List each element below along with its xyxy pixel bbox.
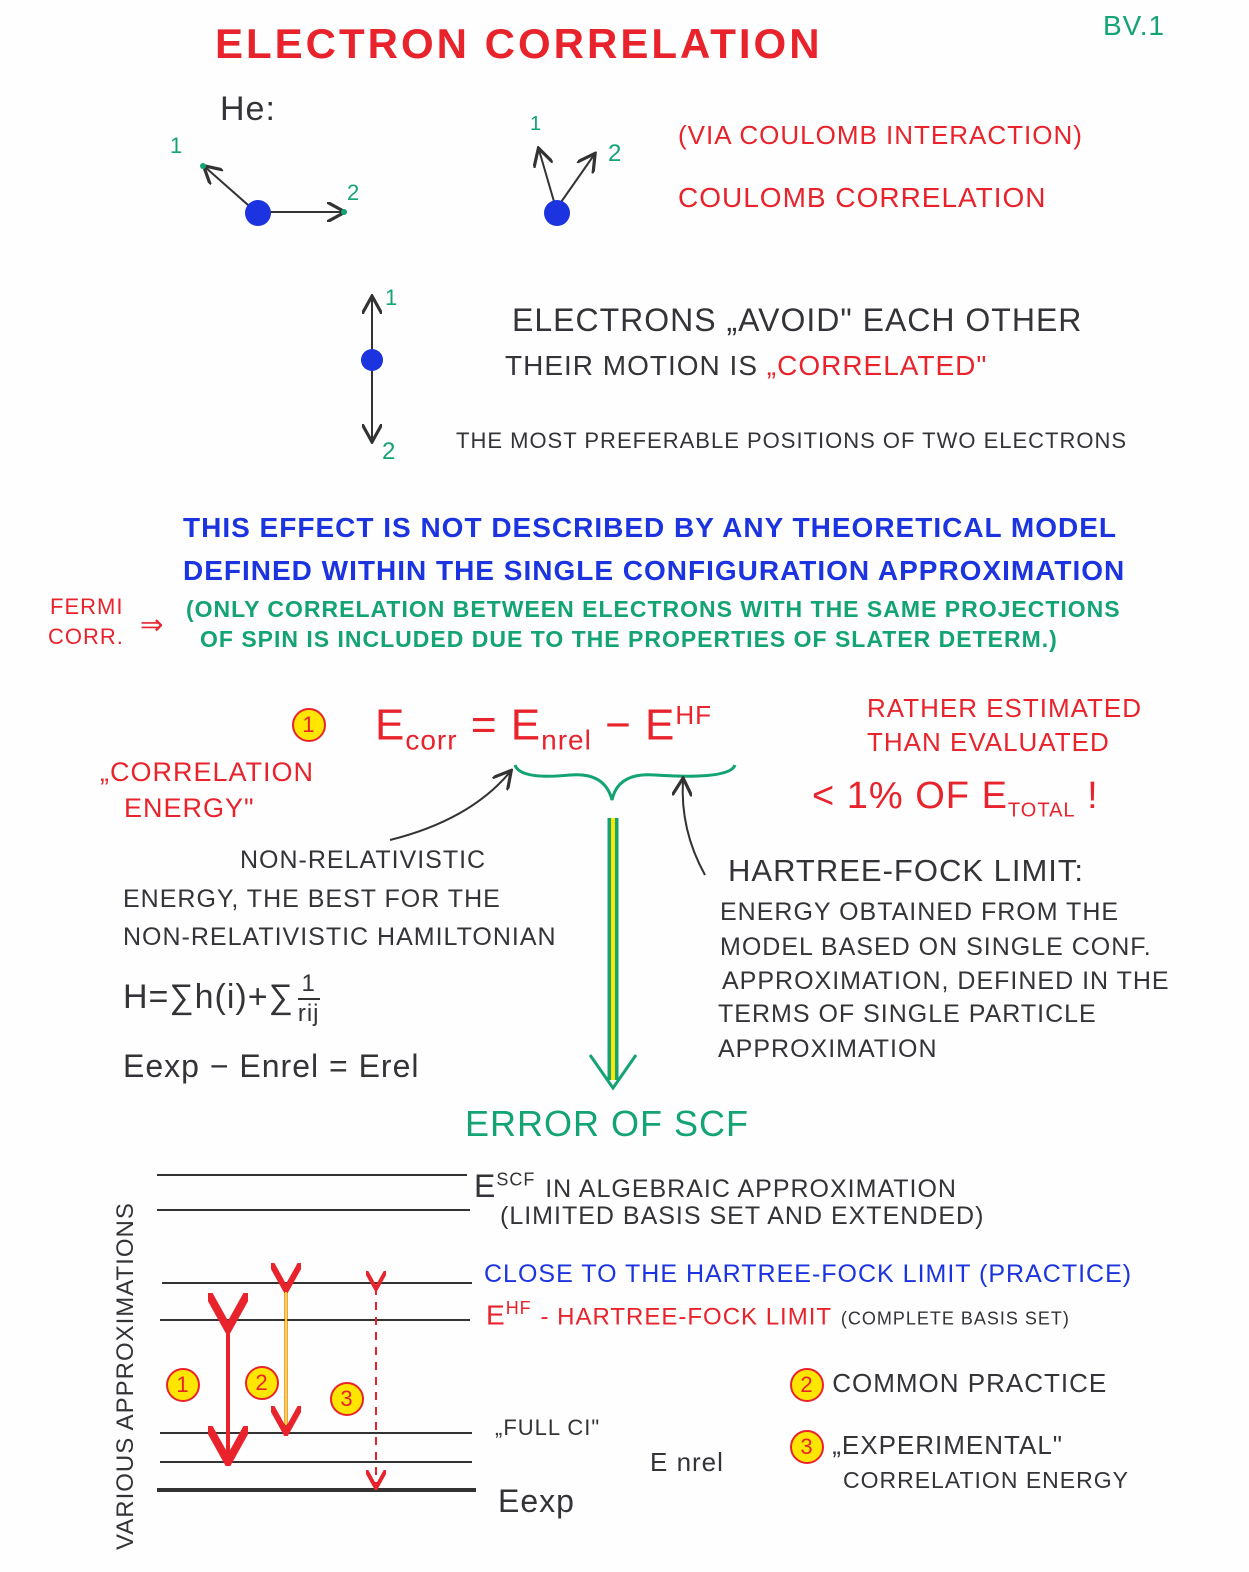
legend-3-text: CORRELATION ENERGY	[843, 1467, 1129, 1493]
avoid-text: THEIR MOTION IS	[505, 350, 758, 381]
hf-limit-text: TERMS OF SINGLE PARTICLE	[718, 1000, 1097, 1028]
marker-3: 3	[330, 1382, 364, 1416]
fermi-label: CORR.	[48, 624, 124, 649]
eq-number-badge: 1	[292, 708, 326, 742]
hf-limit-text: APPROXIMATION, DEFINED IN THE	[722, 967, 1170, 995]
he-diagram-2	[539, 150, 594, 226]
preferable-positions: THE MOST PREFERABLE POSITIONS OF TWO ELE…	[456, 428, 1128, 453]
only-line2: OF SPIN IS INCLUDED DUE TO THE PROPERTIE…	[200, 626, 1058, 652]
ehf-label: EHF - HARTREE-FOCK LIMIT (COMPLETE BASIS…	[486, 1298, 1070, 1331]
hf-limit-text: ENERGY OBTAINED FROM THE	[720, 898, 1120, 926]
effect-line2: DEFINED WITHIN THE SINGLE CONFIGURATION …	[183, 555, 1126, 586]
escf-subtext: (LIMITED BASIS SET AND EXTENDED)	[500, 1202, 985, 1230]
electron-label: 2	[347, 180, 361, 205]
he-label: He:	[220, 90, 276, 128]
nucleus-icon	[544, 200, 570, 226]
coulomb-correlation: COULOMB CORRELATION	[678, 182, 1047, 213]
fermi-label: FERMI	[50, 594, 124, 619]
enrel-label: E nrel	[650, 1447, 724, 1477]
rather-estimated: THAN EVALUATED	[867, 727, 1110, 757]
error-scf-label: ERROR OF SCF	[465, 1103, 750, 1144]
hf-limit-text: APPROXIMATION	[718, 1035, 938, 1063]
correlation-equation: Ecorr = Enrel − EHF	[375, 700, 713, 756]
marker-1: 1	[166, 1368, 200, 1402]
electron-label: 1	[385, 285, 399, 310]
implies-arrow-icon: ⇒	[140, 609, 165, 640]
legend-2: 2 COMMON PRACTICE	[790, 1368, 1107, 1402]
page-title: ELECTRON CORRELATION	[215, 20, 823, 67]
correlation-energy-label: „CORRELATION	[100, 757, 315, 787]
brace	[513, 764, 737, 801]
he-diagram-3	[361, 298, 383, 440]
avoid-line2: THEIR MOTION IS „CORRELATED"	[505, 350, 987, 382]
electron-label: 2	[382, 438, 397, 465]
nucleus-icon	[361, 349, 383, 371]
axis-label: VARIOUS APPROXIMATIONS	[112, 1202, 139, 1550]
electron-label: 1	[530, 113, 543, 135]
electron-label: 2	[608, 140, 623, 167]
down-arrow	[588, 818, 638, 1091]
legend-3: 3 „EXPERIMENTAL"	[790, 1430, 1063, 1464]
rather-estimated: RATHER ESTIMATED	[867, 693, 1143, 723]
avoid-line1: ELECTRONS „AVOID" EACH OTHER	[512, 302, 1083, 338]
percent-of-total: < 1% OF ETOTAL !	[812, 775, 1099, 822]
electron-label: 1	[170, 133, 184, 158]
effect-line1: THIS EFFECT IS NOT DESCRIBED BY ANY THEO…	[183, 512, 1118, 543]
correlation-energy-label: ENERGY"	[124, 793, 255, 823]
close-hf-label: CLOSE TO THE HARTREE-FOCK LIMIT (PRACTIC…	[484, 1260, 1133, 1288]
via-coulomb: (VIA COULOMB INTERACTION)	[678, 120, 1083, 150]
marker-2: 2	[245, 1366, 279, 1400]
correlated-text: „CORRELATED"	[766, 350, 988, 381]
only-line1: (ONLY CORRELATION BETWEEN ELECTRONS WITH…	[186, 596, 1121, 622]
nonrel-text: ENERGY, THE BEST FOR THE	[123, 885, 501, 913]
page-label: BV.1	[1103, 10, 1166, 41]
escf-label: ESCF IN ALGEBRAIC APPROXIMATION	[474, 1168, 957, 1204]
erel-equation: Eexp − Enrel = Erel	[123, 1048, 420, 1084]
nucleus-icon	[245, 200, 271, 226]
full-ci-label: „FULL CI"	[495, 1415, 601, 1440]
nonrel-text: NON-RELATIVISTIC HAMILTONIAN	[123, 923, 557, 951]
hf-limit-text: MODEL BASED ON SINGLE CONF.	[720, 933, 1152, 961]
he-diagram-1	[200, 163, 347, 226]
eexp-label: Eexp	[498, 1483, 575, 1519]
nonrel-text: NON-RELATIVISTIC	[240, 846, 487, 874]
energy-levels	[157, 1174, 476, 1492]
hf-limit-title: HARTREE-FOCK LIMIT:	[728, 853, 1085, 888]
